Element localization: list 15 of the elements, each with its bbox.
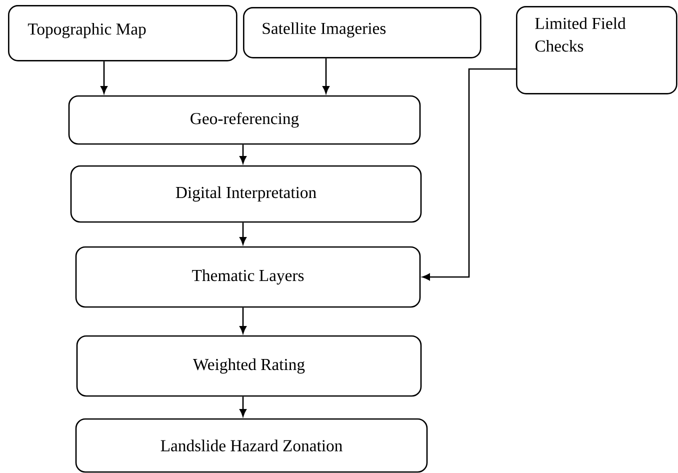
arrow	[240, 144, 246, 164]
process-box: Landslide Hazard Zonation	[75, 418, 428, 473]
input-box: Satellite Imageries	[243, 7, 482, 58]
input-box: Topographic Map	[8, 5, 238, 62]
arrow	[422, 68, 516, 280]
arrow	[240, 308, 246, 334]
process-box: Thematic Layers	[75, 246, 421, 308]
input-box: Limited Field Checks	[516, 6, 678, 94]
arrow	[240, 222, 246, 245]
process-box: Weighted Rating	[76, 335, 422, 397]
process-box: Digital Interpretation	[70, 165, 422, 223]
arrow	[322, 58, 330, 94]
arrow	[100, 61, 108, 94]
process-box: Geo-referencing	[68, 95, 421, 145]
arrow	[240, 396, 246, 417]
